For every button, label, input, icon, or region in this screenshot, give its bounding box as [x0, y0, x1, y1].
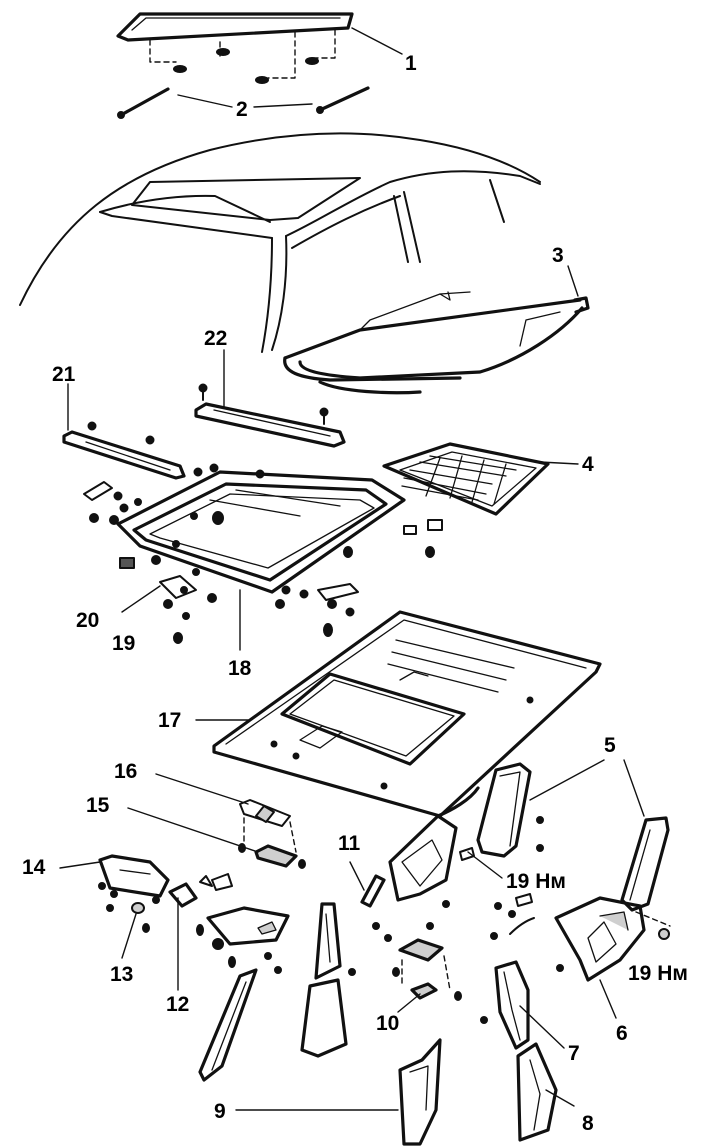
callout-19: 19	[112, 632, 135, 655]
callout-4: 4	[582, 453, 594, 476]
headliner-panel	[195, 610, 602, 818]
callout-10: 10	[376, 1012, 399, 1035]
lower-pillar-trim-8	[516, 1042, 575, 1142]
callout-9: 9	[214, 1100, 226, 1123]
sunroof-drain-seal	[283, 265, 590, 395]
front-header-rail	[194, 349, 346, 448]
bolt-19nm-upper	[459, 847, 503, 879]
visor-clips	[106, 873, 236, 991]
frame-fasteners-right	[275, 519, 443, 637]
side-rail	[62, 383, 186, 480]
center-pillar-assembly	[349, 786, 480, 942]
grab-handle	[392, 938, 488, 1024]
callout-5: 5	[604, 734, 616, 757]
a-pillar-trim-right	[398, 1038, 442, 1146]
callout-17: 17	[158, 709, 181, 732]
callout-12: 12	[166, 993, 189, 1016]
vehicle-body-outline	[19, 132, 541, 353]
callout-2: 2	[236, 98, 248, 121]
sun-visor-right	[206, 906, 290, 974]
sunroof-frame	[116, 463, 406, 651]
callout-19nm-lower: 19 Нм	[628, 962, 688, 985]
callout-19nm-upper: 19 Нм	[506, 870, 566, 893]
callout-1: 1	[405, 52, 417, 75]
callout-13: 13	[110, 963, 133, 986]
b-pillar-trim	[300, 902, 356, 1058]
frame-fasteners-left	[83, 481, 217, 644]
callout-15: 15	[86, 794, 110, 817]
callout-labels: 1 2 3 22 21 4 20 19 18 17 5 16 15 11 19 …	[22, 52, 688, 1135]
d-pillar-upper-trim	[620, 759, 670, 912]
sun-visor-left	[59, 854, 170, 904]
callout-20: 20	[76, 609, 99, 632]
callout-16: 16	[114, 760, 137, 783]
c-pillar-upper-trim	[476, 759, 605, 858]
callout-6: 6	[616, 1022, 628, 1045]
callout-3: 3	[552, 244, 564, 267]
quarter-panel-trim	[554, 896, 671, 1019]
lower-pillar-trim-7	[494, 917, 565, 1050]
sunshade-panel	[382, 442, 579, 516]
sunroof-glass-panel	[116, 12, 403, 84]
callout-18: 18	[228, 657, 252, 680]
sunroof-guide-rails	[117, 86, 370, 119]
callout-11: 11	[338, 832, 361, 855]
callout-14: 14	[22, 856, 46, 879]
callout-22: 22	[204, 327, 227, 350]
callout-7: 7	[568, 1042, 580, 1065]
a-pillar-trim-left	[198, 968, 399, 1111]
misc-fasteners	[490, 893, 564, 972]
callout-21: 21	[52, 363, 76, 386]
dome-light-assembly	[127, 773, 306, 869]
callout-8: 8	[582, 1112, 594, 1135]
